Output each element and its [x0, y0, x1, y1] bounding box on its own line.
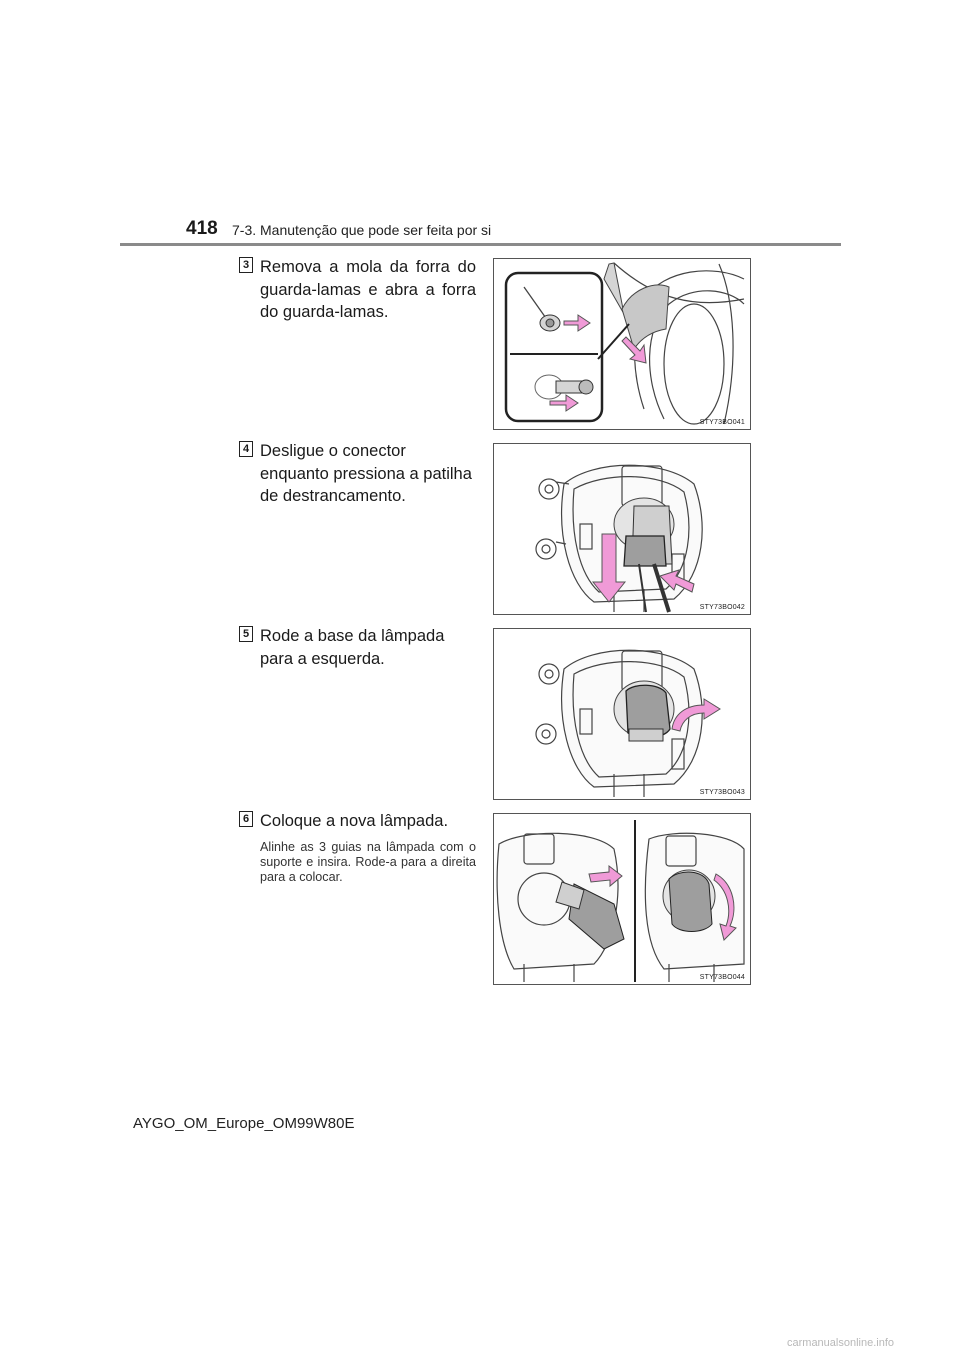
fender-liner-clip-illustration [504, 262, 745, 425]
step-text-3: Remova a mola da forra do guarda-lamas e… [260, 258, 476, 321]
figure-code: STY73BO044 [699, 974, 745, 981]
connector-release-illustration [535, 464, 703, 613]
figure-4: STY73BO042 [493, 443, 751, 615]
step-text-5: Rode a base da lâmpada para a esquerda. [260, 627, 445, 668]
install-new-bulb-illustration [496, 820, 745, 982]
page-number: 418 [186, 218, 218, 239]
step-number-4: 4 [239, 441, 253, 457]
figure-code: STY73BO043 [699, 789, 745, 796]
step-text-4: Desligue o conector enquanto pressiona a… [260, 442, 472, 505]
step-note-6: Alinhe as 3 guias na lâmpada com o supor… [260, 840, 476, 884]
step-text-6: Coloque a nova lâmpada. [260, 812, 449, 830]
watermark-text: carmanualsonline.info [787, 1337, 895, 1349]
header-rule [120, 243, 841, 246]
section-title: 7-3. Manutenção que pode ser feita por s… [232, 222, 492, 238]
figure-6: STY73BO044 [493, 813, 751, 985]
step-number-6: 6 [239, 811, 253, 827]
rotate-bulb-base-illustration [535, 649, 721, 797]
step-number-5: 5 [239, 626, 253, 642]
step-number-3: 3 [239, 257, 253, 273]
figure-code: STY73BO041 [699, 419, 745, 426]
figure-5: STY73BO043 [493, 628, 751, 800]
footer-doc-code: AYGO_OM_Europe_OM99W80E [133, 1115, 355, 1132]
figure-3: STY73BO041 [493, 258, 751, 430]
figure-code: STY73BO042 [699, 604, 745, 611]
